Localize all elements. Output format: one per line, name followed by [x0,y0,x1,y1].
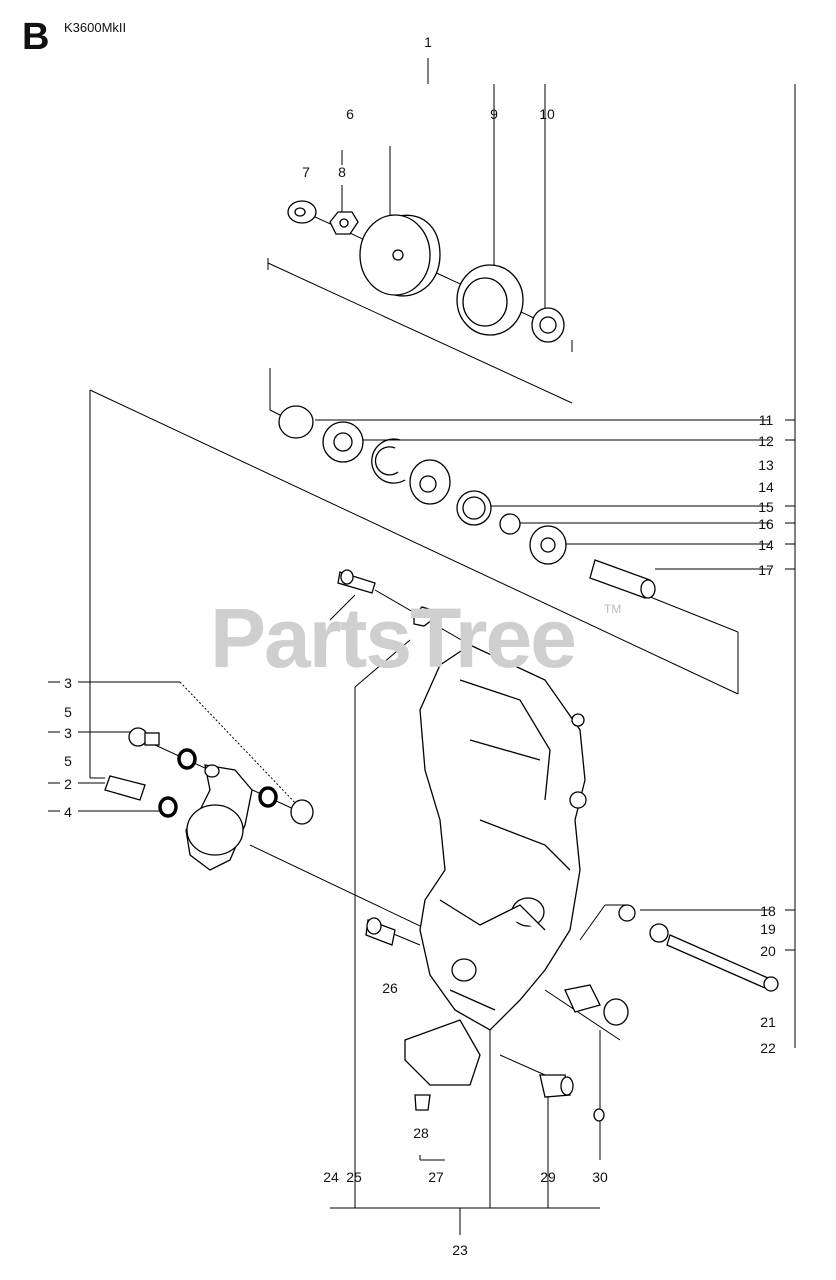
callout-23: 23 [452,1242,468,1258]
callout-8: 8 [338,164,346,180]
model-number: K3600MkII [64,20,127,35]
callout-25: 25 [346,1169,362,1185]
callout-15: 15 [758,499,774,515]
watermark-tm: TM [604,602,622,616]
callout-22: 22 [760,1040,776,1056]
callout-5: 5 [64,704,72,720]
callout-11: 11 [758,412,774,428]
callout-24: 24 [323,1169,339,1185]
callout-3-second: 3 [64,725,72,741]
callout-14: 14 [758,479,774,495]
callout-3: 3 [64,675,72,691]
callout-19: 19 [760,921,776,937]
callout-5-second: 5 [64,753,72,769]
callout-30: 30 [592,1169,608,1185]
callout-18: 18 [760,903,776,919]
callout-6: 6 [346,106,354,122]
callout-2: 2 [64,776,72,792]
callout-16: 16 [758,516,774,532]
callout-17: 17 [758,562,774,578]
callout-14-second: 14 [758,537,774,553]
section-letter: B [22,16,50,58]
callout-1: 1 [424,34,432,50]
callout-20: 20 [760,943,776,959]
callout-10: 10 [539,106,555,122]
callout-27: 27 [428,1169,444,1185]
callout-26: 26 [382,980,398,996]
callout-4: 4 [64,804,72,820]
callout-13: 13 [758,457,774,473]
callout-29: 29 [540,1169,556,1185]
callout-28: 28 [413,1125,429,1141]
callout-9: 9 [490,106,498,122]
watermark-text: PartsTree [210,591,577,685]
callout-12: 12 [758,433,774,449]
callout-7: 7 [302,164,310,180]
arm-housing-part [419,644,587,1031]
callout-21: 21 [760,1014,776,1030]
